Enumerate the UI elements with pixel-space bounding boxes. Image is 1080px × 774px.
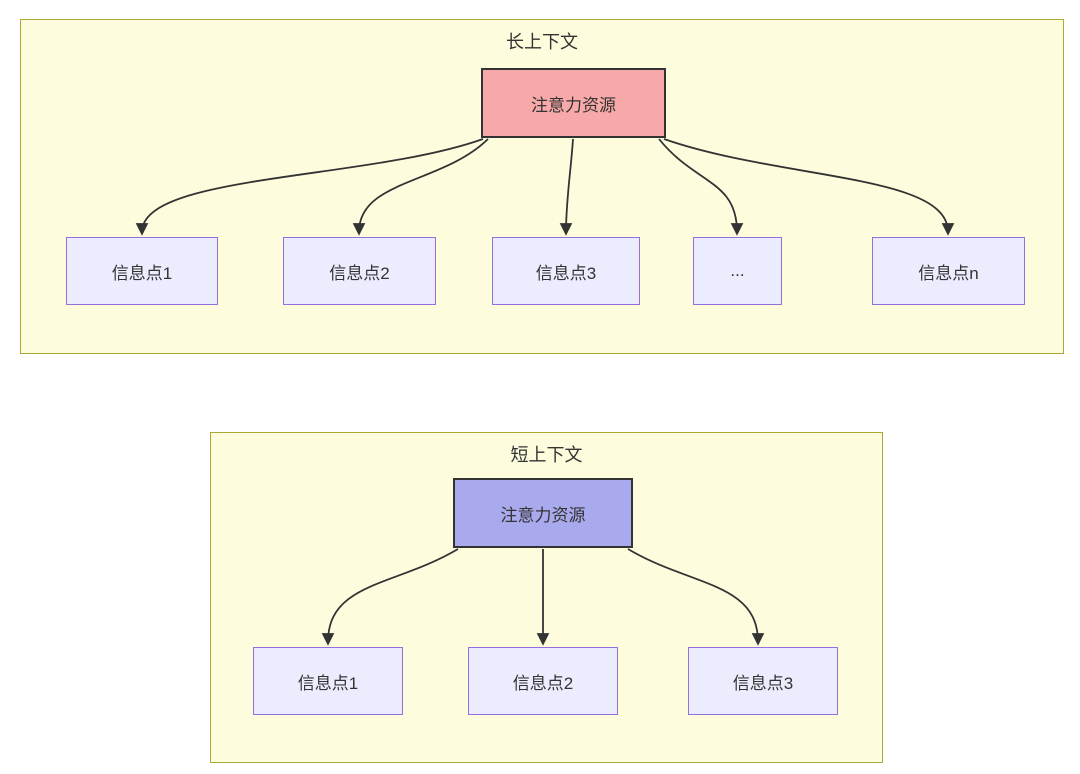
node-attention-resource-long: 注意力资源 <box>481 68 666 138</box>
long-context-title: 长上下文 <box>506 32 578 52</box>
node-info-2-short: 信息点2 <box>468 647 618 715</box>
short-context-title: 短上下文 <box>510 445 583 465</box>
node-info-2-long: 信息点2 <box>283 237 436 305</box>
node-info-n-long: 信息点n <box>872 237 1025 305</box>
node-info-3-long: 信息点3 <box>492 237 640 305</box>
node-info-1-long: 信息点1 <box>66 237 218 305</box>
node-info-1-short: 信息点1 <box>253 647 403 715</box>
node-attention-resource-short: 注意力资源 <box>453 478 633 548</box>
node-info-3-short: 信息点3 <box>688 647 838 715</box>
node-info-dots-long: ... <box>693 237 782 305</box>
